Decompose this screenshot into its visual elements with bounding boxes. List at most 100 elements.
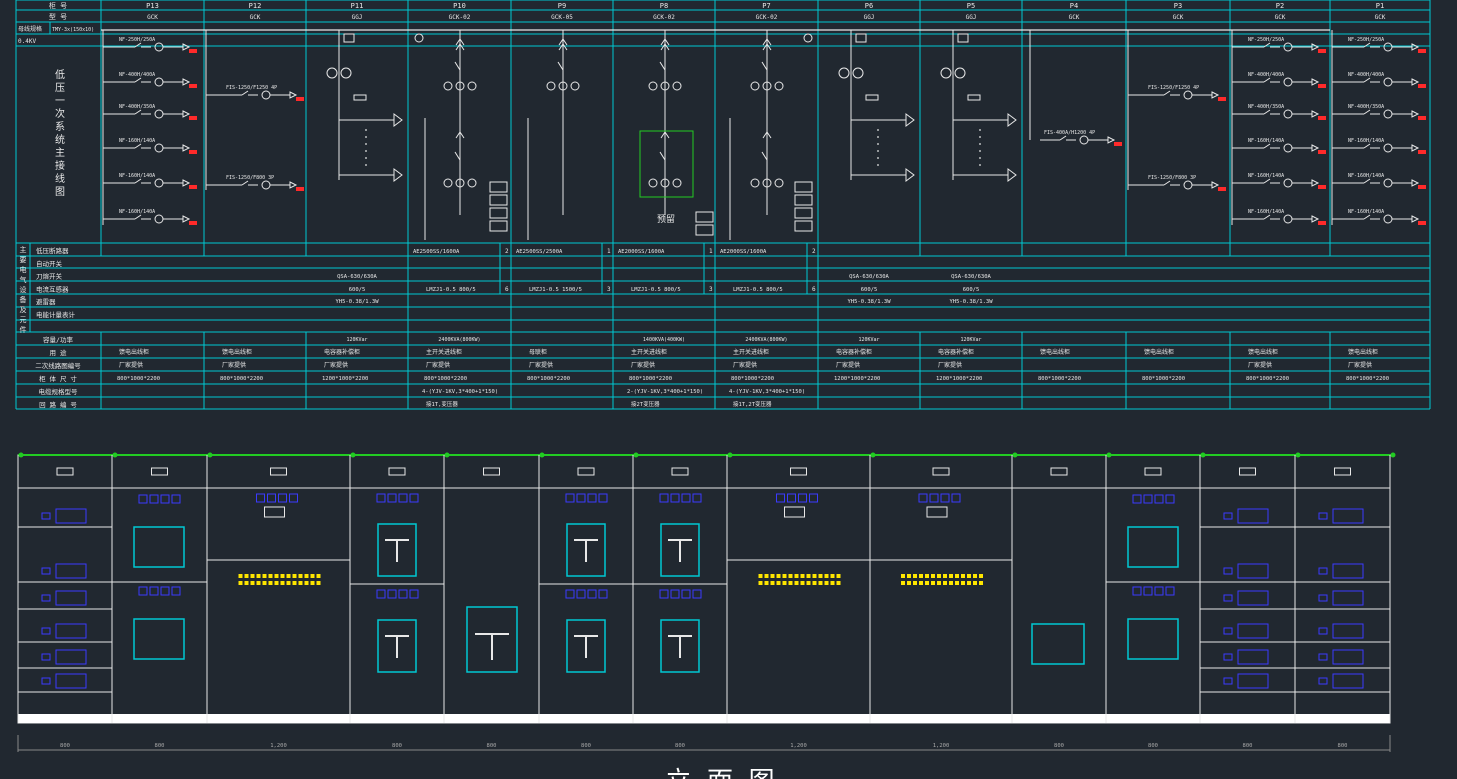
indicator-lamp [818,581,823,585]
drawer-unit [1332,649,1364,665]
transformer-symbol [803,33,813,43]
nameplate [270,467,287,476]
indicator-lamp [913,581,917,585]
bottom-row-label: 回 路 编 号 [39,400,77,409]
meter-box [794,181,813,193]
panel-use: 馈电出线柜 [1348,348,1378,356]
breaker-window [133,526,185,568]
feeder-tag [1418,150,1426,154]
feeder-tag [1418,185,1426,189]
meter-box [695,224,714,236]
cabinet-width: 800 [487,743,497,749]
drawer-handle [41,653,51,661]
indicator-lamp [298,581,303,585]
breaker-window [1031,623,1085,665]
feeder-label: FIS-1250/F1250 4P [1148,85,1199,91]
feeder-ct [1283,42,1293,52]
breaker-model: AE2000SS/1600A [720,249,767,255]
nameplate [388,467,406,476]
feeder-switch [134,143,151,149]
indicator-lamp [806,574,811,578]
drawer-handle [41,567,51,575]
indicator-lamp [262,581,267,585]
bottom-row-label: 二次线路图编号 [35,361,81,370]
panel-id: P3 [1174,2,1182,10]
equipment-row-label: 电能计量表计 [36,310,76,319]
ct-symbol [558,81,568,91]
feeder-switch [1363,178,1380,184]
section-heading-char: 要 [20,256,27,264]
feeder-tag [296,187,304,191]
cabinet-width: 800 [675,743,685,749]
indicator-lamp [274,574,279,578]
feeder-ct [1383,143,1393,153]
reserve-label: 预留 [657,213,675,225]
switch-label: QSA-630/630A [951,274,991,280]
feeder-ct [261,180,271,190]
breaker-blade [454,151,461,161]
drawer-handle [41,594,51,602]
ct-symbol [443,178,453,188]
section-heading-char: 备 [20,295,27,304]
controller-display [926,506,948,518]
section-heading-char: 元 [20,316,27,324]
indicator-lamp [286,581,291,585]
busbar-node [207,452,213,458]
feeder-switch [134,214,151,220]
panel-use: 电容器补偿柜 [324,348,360,356]
panel-model: GCK-02 [653,14,675,21]
panel-id: P11 [351,2,364,10]
ct-symbol [648,81,658,91]
capacitor-symbol [905,113,915,127]
feeder-ct [154,77,164,87]
indicator-lamp [979,574,983,578]
indicator-lamp [782,574,787,578]
panel-use: 馈电出线柜 [1144,348,1174,356]
panel-id: P10 [453,2,466,10]
section-heading-char: 主 [20,245,27,254]
feeder-arrow [1311,43,1320,51]
meter [787,493,796,503]
panel-model: GCK [1375,14,1386,21]
feeder-tag [1318,116,1326,120]
drawer-unit [55,673,87,689]
meter [1132,494,1142,504]
feeder-arrow [1311,110,1320,118]
indicator-lamp [925,574,929,578]
indicator-lamp [979,581,983,585]
indicator-lamp [824,574,829,578]
indicator-lamp [973,581,977,585]
panel-model: GGJ [966,14,977,21]
feeder-switch [241,90,258,96]
indicator-lamp [830,574,835,578]
feeder-label: NF-250H/250A [1348,37,1384,43]
nameplate [671,467,689,476]
drawer-unit [55,508,87,524]
indicator-lamp [836,581,841,585]
meter-box [794,220,813,232]
panel-size: 800*1000*2200 [1038,376,1081,382]
feeder-ct [154,214,164,224]
cabinet-width: 1,200 [790,743,807,749]
bottom-row-label: 电缆规格型号 [39,387,79,396]
drawer-unit [1237,623,1269,639]
feeder-switch [1263,143,1280,149]
section-heading-char: 气 [20,275,27,284]
indicator-lamp [794,581,799,585]
feeder-label: NF-160H/140A [119,173,155,179]
feeder-label: NF-160H/140A [1348,173,1384,179]
acb-window [566,619,606,673]
busbar-node [633,452,639,458]
indicator-lamp [812,574,817,578]
meter [670,493,680,503]
elevation-caption: 立 面 图 [665,767,774,779]
indicator-lamp [818,574,823,578]
meter [692,589,702,599]
vertical-title-char: 低 [55,68,65,81]
cabinet-width: 800 [155,743,165,749]
meter [681,493,691,503]
transformer-symbol [414,33,424,43]
drawer-handle [41,512,51,520]
ct-count: 6 [505,286,509,293]
capacitor-symbol [1007,168,1017,182]
